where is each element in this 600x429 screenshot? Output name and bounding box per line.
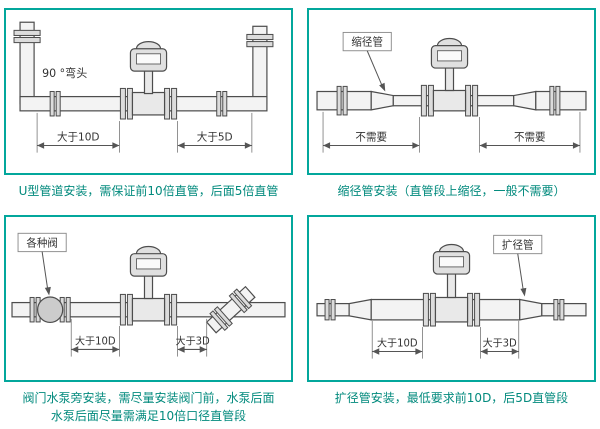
pump-angled-section: [205, 285, 256, 334]
caption-text-line2: 水泵后面尽量需满足10倍口径直管段: [50, 409, 247, 423]
flowmeter: [119, 40, 178, 120]
transmitter-neck: [446, 271, 457, 299]
panel-cell-reducer: 缩径管 不需要 不需要: [307, 8, 596, 215]
callout: 各种阀: [17, 232, 67, 296]
transmitter-neck: [143, 68, 154, 95]
valve: [29, 296, 71, 324]
callout-label: 扩径管: [502, 239, 534, 252]
panel-cell-u-pipe: 90 °弯头 大于10D 大于5D: [4, 8, 293, 215]
diagram-panel-u-pipe: 90 °弯头 大于10D 大于5D: [4, 8, 293, 175]
dimension-left: 大于10D: [371, 320, 423, 359]
transmitter-display: [437, 50, 462, 62]
reducer-left: [370, 90, 394, 111]
dimension-left: 大于10D: [70, 318, 120, 357]
callout: 缩径管: [342, 31, 392, 92]
panel-cell-expander: 扩径管 大于10D 大于: [307, 215, 596, 429]
transmitter-display: [136, 53, 161, 65]
dimension-right: 大于3D: [176, 318, 210, 357]
caption-text: 缩径管安装（直管段上缩径，一般不需要）: [337, 184, 566, 198]
left-elbow-riser: [13, 21, 41, 105]
dimension-right: 大于5D: [177, 112, 253, 153]
panel-cell-valve-pump: 各种阀: [4, 215, 293, 429]
leader-arrow: [379, 82, 386, 92]
elbow-label: 90 °弯头: [42, 66, 87, 80]
dim-left-label: 不需要: [355, 130, 387, 143]
caption-u-pipe: U型管道安装，需保证前10倍直管，后面5倍直管: [4, 175, 293, 215]
dim-left-label: 大于10D: [75, 334, 116, 347]
dim-right-label: 不需要: [514, 130, 546, 143]
dim-right-label: 大于3D: [483, 336, 517, 349]
caption-reducer: 缩径管安装（直管段上缩径，一般不需要）: [307, 175, 596, 215]
expander-diagram: 扩径管 大于10D 大于: [316, 234, 587, 359]
transmitter-neck: [444, 65, 455, 92]
u-pipe-diagram: 90 °弯头 大于10D 大于5D: [13, 21, 274, 153]
callout-label: 缩径管: [351, 36, 383, 49]
expander-left: [348, 298, 372, 321]
transmitter-display: [136, 258, 161, 270]
reducer-right: [513, 90, 537, 111]
transmitter-display: [439, 256, 464, 268]
reducer-diagram: 缩径管 不需要 不需要: [316, 31, 587, 153]
transmitter-neck: [143, 273, 154, 300]
dimension-right: 不需要: [479, 111, 581, 153]
dim-right-label: 大于3D: [176, 334, 210, 347]
dimension-right: 大于3D: [480, 320, 520, 359]
callout: 扩径管: [493, 234, 543, 297]
valve-pump-diagram: 各种阀: [11, 232, 286, 357]
diagram-panel-reducer: 缩径管 不需要 不需要: [307, 8, 596, 175]
dim-left-label: 大于10D: [57, 130, 100, 143]
right-elbow-riser: [246, 25, 274, 105]
dimension-left: 大于10D: [36, 112, 120, 153]
dim-right-label: 大于5D: [197, 130, 233, 143]
dim-left-label: 大于10D: [377, 336, 418, 349]
flowmeter: [119, 245, 178, 326]
caption-expander: 扩径管安装，最低要求前10D，后5D直管段: [307, 382, 596, 429]
callout-label: 各种阀: [26, 236, 58, 249]
flowmeter: [420, 37, 479, 117]
valve-body: [37, 296, 64, 324]
caption-valve-pump: 阀门水泵旁安装，需尽量安装阀门前，水泵后面 水泵后面尽量需满足10倍口径直管段: [4, 382, 293, 429]
dimension-left: 不需要: [322, 111, 420, 153]
leader-arrow: [520, 287, 527, 297]
pipe-flanges: [49, 90, 228, 117]
flowmeter: [422, 243, 481, 327]
expander-right: [519, 298, 543, 321]
diagram-panel-valve-pump: 各种阀: [4, 215, 293, 382]
diagram-panel-expander: 扩径管 大于10D 大于: [307, 215, 596, 382]
caption-text: 阀门水泵旁安装，需尽量安装阀门前，水泵后面: [22, 391, 275, 405]
caption-text: 扩径管安装，最低要求前10D，后5D直管段: [334, 391, 569, 405]
leader-arrow: [44, 286, 51, 296]
caption-text: U型管道安装，需保证前10倍直管，后面5倍直管: [18, 184, 279, 198]
